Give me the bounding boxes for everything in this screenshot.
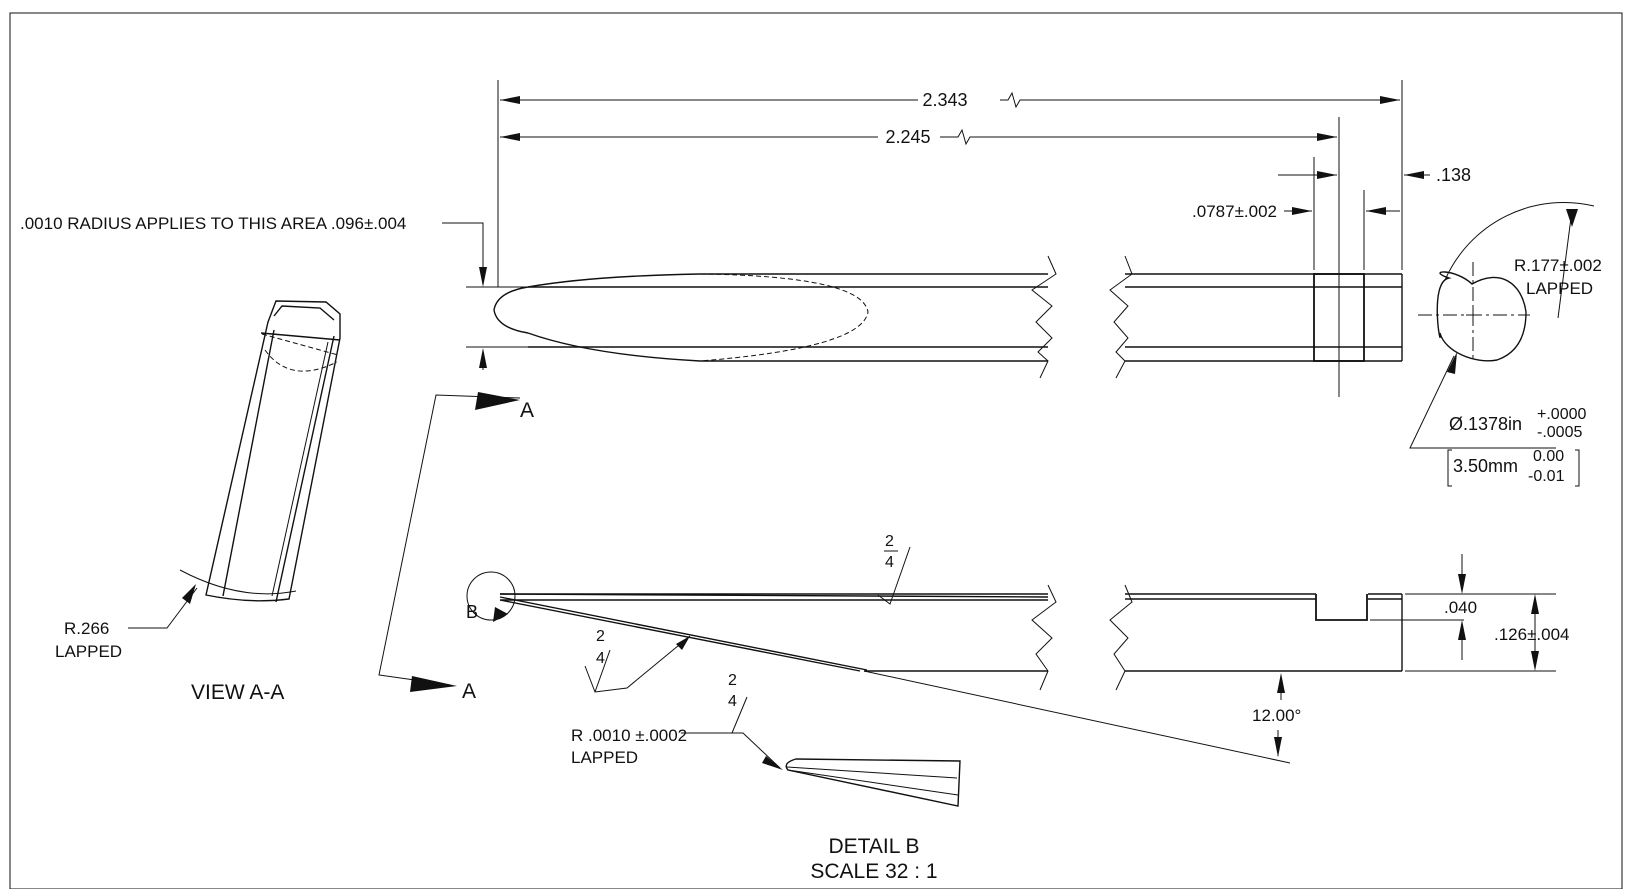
section-label-bottom: A — [462, 680, 476, 703]
top-view — [466, 80, 1403, 397]
surface-finish-bevel-upper: 2 — [596, 628, 605, 645]
dimension-slot-width: .0787±.002 — [1192, 202, 1400, 221]
sheet-border — [9, 12, 1623, 889]
detail-edge-radius: R .0010 ±.0002 — [571, 726, 687, 745]
end-radius-label: R.177±.002 — [1514, 256, 1602, 275]
surface-finish-top: 2 4 — [877, 533, 911, 605]
dimension-end-offset: .138 — [1278, 165, 1471, 185]
end-radius-finish-label: LAPPED — [1526, 279, 1593, 298]
diameter-tol-minus: -.0005 — [1537, 424, 1582, 441]
detail-edge-finish: LAPPED — [571, 748, 638, 767]
slot-depth-label: .040 — [1444, 598, 1477, 617]
surface-finish-bevel-lower: 4 — [596, 650, 605, 667]
slot-width-label: .0787±.002 — [1192, 202, 1277, 221]
dimension-overall-length: 2.343 — [500, 90, 1400, 110]
overall-length-label: 2.343 — [922, 90, 967, 110]
dimension-thickness: .126±.004 — [1405, 593, 1570, 672]
detail-scale: SCALE 32 : 1 — [810, 860, 937, 883]
detail-title: DETAIL B — [828, 835, 919, 858]
section-view: R.266 LAPPED VIEW A-A — [55, 300, 341, 704]
surface-finish-bevel: 2 4 — [584, 628, 691, 693]
metric-tol-plus: 0.00 — [1533, 448, 1564, 465]
dimension-slot-depth: .040 — [1370, 554, 1477, 660]
detail-callout-label: B — [466, 602, 478, 622]
end-offset-label: .138 — [1436, 165, 1471, 185]
thickness-label: .126±.004 — [1494, 625, 1570, 644]
surface-finish-top-lower: 4 — [885, 554, 894, 571]
section-radius-finish-label: LAPPED — [55, 642, 122, 661]
tip-length-label: 2.245 — [885, 127, 930, 147]
section-cut-line: A A — [378, 392, 534, 703]
side-view: B — [466, 571, 1403, 764]
section-label-top: A — [520, 399, 534, 422]
detail-finish-upper: 2 — [728, 672, 737, 689]
end-view: R.177±.002 LAPPED Ø.1378in +.0000 -.0005… — [1409, 201, 1602, 487]
metric-value-label: 3.50mm — [1453, 456, 1518, 476]
detail-finish-lower: 4 — [728, 693, 737, 710]
diameter-label: Ø.1378in — [1449, 414, 1522, 434]
dimension-angle: 12.00° — [1252, 673, 1301, 757]
radius-note-label: .0010 RADIUS APPLIES TO THIS AREA .096±.… — [20, 214, 406, 233]
detail-b: 2 4 R .0010 ±.0002 LAPPED DETAIL B SCALE… — [571, 672, 961, 883]
section-view-title: VIEW A-A — [191, 681, 284, 704]
metric-tol-minus: -0.01 — [1528, 468, 1565, 485]
diameter-tol-plus: +.0000 — [1537, 406, 1586, 423]
radius-note-leader: .0010 RADIUS APPLIES TO THIS AREA .096±.… — [20, 214, 487, 370]
dimension-tip-length: 2.245 — [500, 127, 1337, 147]
surface-finish-top-upper: 2 — [885, 533, 894, 550]
section-radius-label: R.266 — [64, 619, 109, 638]
angle-label: 12.00° — [1252, 706, 1301, 725]
